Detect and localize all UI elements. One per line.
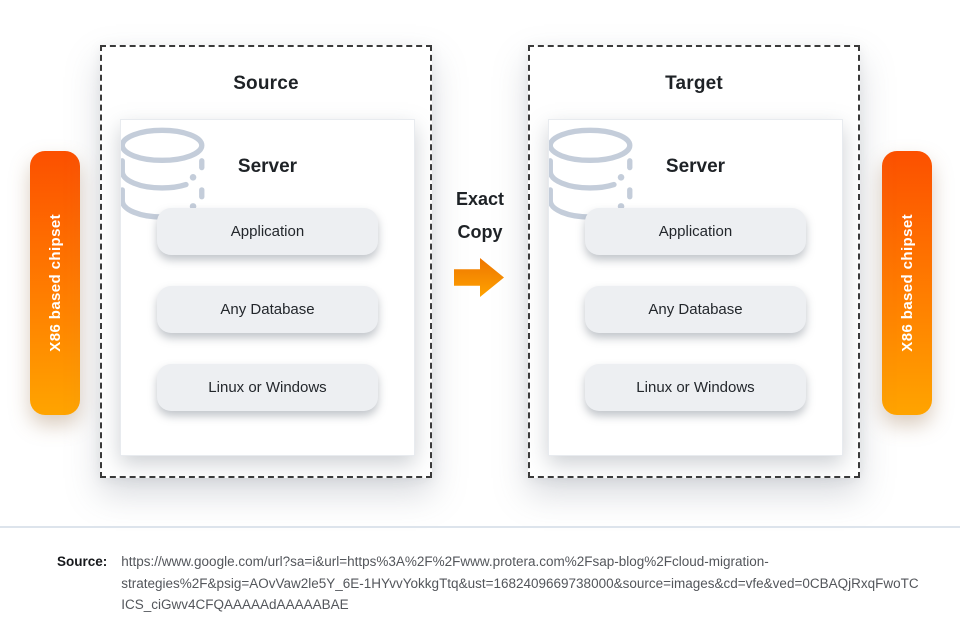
target-panel: Target Server Application <box>528 45 860 478</box>
exact-copy-label: Exact Copy <box>432 183 528 249</box>
source-citation-url: https://www.google.com/url?sa=i&url=http… <box>121 551 918 616</box>
target-item-application: Application <box>585 208 806 255</box>
source-panel-title: Source <box>233 73 299 94</box>
right-chipset-chip: X86 based chipset <box>882 151 932 415</box>
source-url-line: ICS_ciGwv4CFQAAAAAdAAAAABAE <box>121 597 349 612</box>
source-item-database: Any Database <box>157 286 378 333</box>
source-citation: Source: https://www.google.com/url?sa=i&… <box>57 551 919 616</box>
source-url-line: strategies%2F&psig=AOvVaw2le5Y_6E-1HYvvY… <box>121 575 919 591</box>
target-item-os: Linux or Windows <box>585 364 806 411</box>
exact-copy-line2: Copy <box>457 222 503 242</box>
right-arrow-icon <box>454 258 504 297</box>
source-server-card: Server Application Any Database Linux or… <box>120 119 415 456</box>
left-chipset-label: X86 based chipset <box>46 214 64 352</box>
footer-divider <box>0 526 960 528</box>
left-chipset-chip: X86 based chipset <box>30 151 80 415</box>
target-server-card: Server Application Any Database Linux or… <box>548 119 843 456</box>
source-item-os-label: Linux or Windows <box>208 379 327 396</box>
target-panel-title: Target <box>665 73 723 94</box>
source-url-line: https://www.google.com/url?sa=i&url=http… <box>121 554 769 569</box>
source-item-application: Application <box>157 208 378 255</box>
target-item-os-label: Linux or Windows <box>636 379 755 396</box>
source-panel: Source Server Application <box>100 45 432 478</box>
exact-copy-line1: Exact <box>455 189 505 209</box>
target-server-title: Server <box>665 156 726 177</box>
target-item-application-label: Application <box>658 223 733 240</box>
source-item-os: Linux or Windows <box>157 364 378 411</box>
target-item-database-label: Any Database <box>648 301 743 318</box>
right-chipset-label: X86 based chipset <box>898 214 916 352</box>
source-item-database-label: Any Database <box>220 301 315 318</box>
source-item-application-label: Application <box>230 223 305 240</box>
source-server-title: Server <box>237 156 298 177</box>
source-citation-label: Source: <box>57 554 108 569</box>
target-item-database: Any Database <box>585 286 806 333</box>
